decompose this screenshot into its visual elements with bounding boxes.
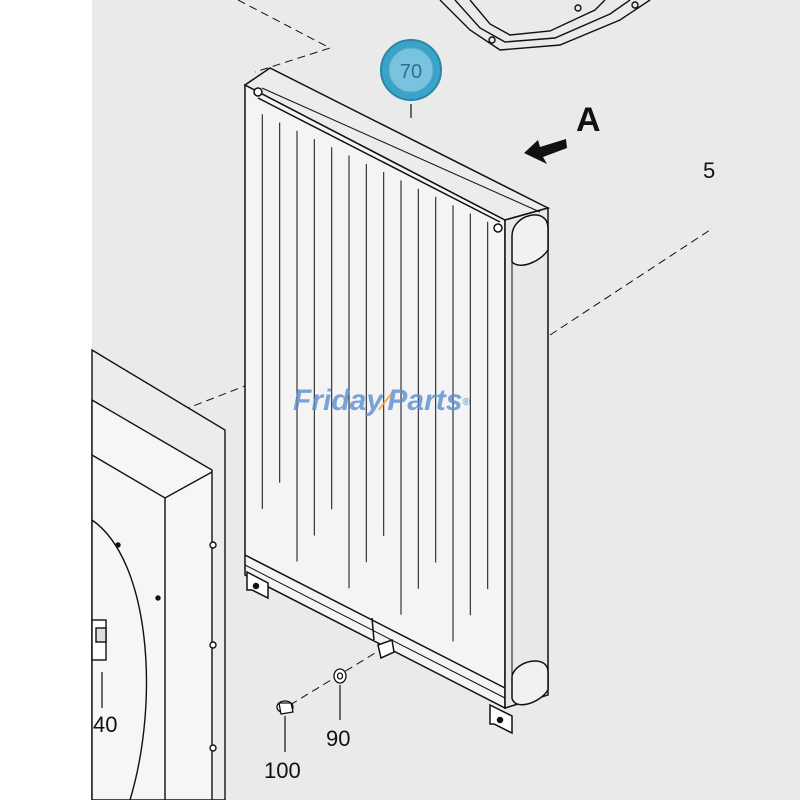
view-letter-a: A: [576, 101, 601, 139]
callout-label-100: 100: [264, 758, 301, 783]
watermark-part1: Friday: [293, 384, 384, 417]
callout-leaders: [101, 104, 412, 752]
watermark-mark: ®: [462, 397, 470, 408]
callout-label-90: 90: [326, 726, 350, 751]
watermark-part2: Parts: [387, 384, 462, 417]
fan-housing-fragment: [439, 0, 651, 51]
bolt-part-100: [276, 700, 294, 715]
edge-label-partial: 5: [703, 158, 715, 183]
radiator-fins: [261, 114, 489, 642]
view-arrow: [524, 139, 567, 164]
callout-label-40: 40: [93, 712, 117, 737]
fan-shroud: [91, 348, 226, 800]
washer-part-90: [333, 668, 347, 684]
highlight-label: 70: [400, 61, 422, 83]
svg-text:Friday⁄Parts®: Friday⁄Parts®: [293, 384, 470, 417]
watermark-logo: Friday⁄Parts®: [293, 384, 470, 417]
highlight-callout-70: 70: [380, 39, 442, 101]
radiator-core: [243, 67, 551, 735]
